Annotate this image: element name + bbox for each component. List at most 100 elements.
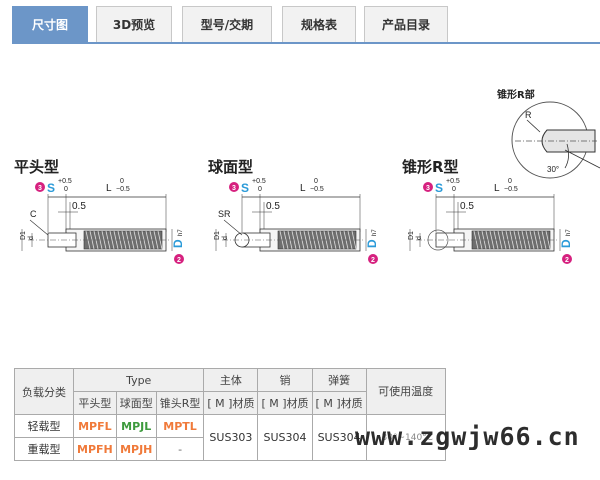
s-marker-number: 3 xyxy=(426,185,430,192)
spring-coil-line xyxy=(145,230,151,250)
spring-coil-line xyxy=(339,230,345,250)
subheader-spring-material: [ M ]材质 xyxy=(311,391,367,415)
load-class-cell: 轻载型 xyxy=(14,414,74,438)
s-tolerance-upper: +0.5 xyxy=(446,178,460,185)
table-row: 重载型 MPFH MPJH - xyxy=(14,437,446,461)
figure-title-ball: 球面型 xyxy=(208,158,254,176)
spring-coil-line xyxy=(295,230,301,250)
l-tolerance-lower: −0.5 xyxy=(504,186,518,193)
l-dimension-label: L xyxy=(300,183,306,194)
watermark: www.zgwjw66.cn xyxy=(355,422,580,451)
s-marker-number: 3 xyxy=(232,185,236,192)
header-body: 主体 xyxy=(203,368,259,392)
big-d-dimension-label: D xyxy=(171,239,185,248)
d-marker-number: 2 xyxy=(371,257,375,264)
tip-label: C xyxy=(30,209,37,219)
big-d-tolerance: h7 xyxy=(566,229,572,236)
l-tolerance-upper: 0 xyxy=(314,178,318,185)
subheader-flat: 平头型 xyxy=(73,391,117,415)
spring-coil-line xyxy=(489,230,495,250)
tip-leader-line xyxy=(29,219,49,236)
spring-material-cell: SUS304 xyxy=(311,414,367,461)
tab-model-delivery[interactable]: 型号/交期 xyxy=(182,6,272,42)
tab-label: 3D预览 xyxy=(112,18,156,32)
tab-label: 规格表 xyxy=(300,18,337,32)
s-dimension-label: S xyxy=(47,181,55,195)
table-subheader-row: 平头型 球面型 锥头R型 [ M ]材质 [ M ]材质 [ M ]材质 xyxy=(15,391,446,415)
figure-title-cone-r: 锥形R型 xyxy=(402,158,459,176)
header-spring: 弹簧 xyxy=(311,368,367,392)
tip-leader-line xyxy=(223,219,243,236)
figure-title-flat: 平头型 xyxy=(14,158,60,176)
type-code-link[interactable]: MPFL xyxy=(73,414,117,438)
type-code-link[interactable]: MPFH xyxy=(73,437,117,461)
l-tolerance-lower: −0.5 xyxy=(116,186,130,193)
spring-coil-line xyxy=(109,230,115,250)
spring-coil-line xyxy=(533,230,539,250)
detail-title: 锥形R部 xyxy=(497,90,535,101)
s-tolerance-lower: 0 xyxy=(258,186,262,193)
detail-r-label: R xyxy=(525,110,532,120)
d-marker-icon xyxy=(562,254,572,264)
spring-coil-line xyxy=(153,230,159,250)
tip-label: SR xyxy=(218,209,231,219)
tab-3d-preview[interactable]: 3D预览 xyxy=(96,6,172,42)
d1-dimension-label: D1 xyxy=(408,231,415,240)
subheader-pin-material: [ M ]材质 xyxy=(257,391,313,415)
header-load-class: 负载分类 xyxy=(14,368,74,415)
detail-angle-line xyxy=(564,149,600,169)
subheader-ball: 球面型 xyxy=(115,391,157,415)
spring-coil-line xyxy=(497,230,503,250)
big-d-dimension-label: D xyxy=(365,239,379,248)
l-dimension-label: L xyxy=(106,183,112,194)
step-dimension-label: 0.5 xyxy=(460,201,474,212)
d-dimension-label: d xyxy=(28,236,35,240)
tab-spec-table[interactable]: 规格表 xyxy=(282,6,356,42)
subheader-body-material: [ M ]材质 xyxy=(203,391,259,415)
type-code-link[interactable]: MPTL xyxy=(155,414,205,438)
detail-r-leader xyxy=(526,119,541,133)
l-dimension-label: L xyxy=(494,183,500,194)
d-dimension-label: d xyxy=(416,236,423,240)
d-marker-icon xyxy=(174,254,184,264)
d-dimension-label: d xyxy=(222,236,229,240)
big-d-dimension-label: D xyxy=(559,239,573,248)
s-tolerance-lower: 0 xyxy=(452,186,456,193)
detail-angle-arc xyxy=(564,143,569,169)
d-marker-number: 2 xyxy=(565,257,569,264)
s-marker-icon xyxy=(423,182,433,192)
temperature-cell: -30°~140°C xyxy=(365,414,446,461)
spec-table: 负载分类 Type 主体 销 弹簧 可使用温度 平头型 球面型 锥头R型 [ M… xyxy=(14,368,446,461)
type-code-link[interactable]: MPJH xyxy=(115,437,157,461)
tab-label: 型号/交期 xyxy=(200,18,254,32)
l-tolerance-upper: 0 xyxy=(508,178,512,185)
d-marker-icon xyxy=(368,254,378,264)
spring-coil-line xyxy=(101,230,107,250)
spring-coil-line xyxy=(541,230,547,250)
type-code-link[interactable]: MPJL xyxy=(115,414,157,438)
tab-dimension-drawing[interactable]: 尺寸图 xyxy=(12,6,88,42)
l-tolerance-upper: 0 xyxy=(120,178,124,185)
tab-label: 尺寸图 xyxy=(31,18,68,32)
s-marker-icon xyxy=(229,182,239,192)
step-dimension-label: 0.5 xyxy=(266,201,280,212)
s-dimension-label: S xyxy=(241,181,249,195)
tab-catalog[interactable]: 产品目录 xyxy=(364,6,448,42)
s-marker-number: 3 xyxy=(38,185,42,192)
s-tolerance-lower: 0 xyxy=(64,186,68,193)
cone-r-detail-drawing: R 30° xyxy=(511,101,600,179)
tab-bar: 尺寸图 3D预览 型号/交期 规格表 产品目录 xyxy=(12,6,600,44)
spring-coil-line xyxy=(347,230,353,250)
header-type: Type xyxy=(72,368,205,392)
pin-material-cell: SUS304 xyxy=(257,414,313,461)
header-pin: 销 xyxy=(257,368,313,392)
body-material-cell: SUS303 xyxy=(203,414,259,461)
s-marker-icon xyxy=(35,182,45,192)
big-d-tolerance: h7 xyxy=(178,229,184,236)
big-d-tolerance: h7 xyxy=(372,229,378,236)
d1-dimension-label: D1 xyxy=(20,231,27,240)
spring-coil-line xyxy=(303,230,309,250)
d-marker-number: 2 xyxy=(177,257,181,264)
type-code-empty: - xyxy=(155,437,205,461)
